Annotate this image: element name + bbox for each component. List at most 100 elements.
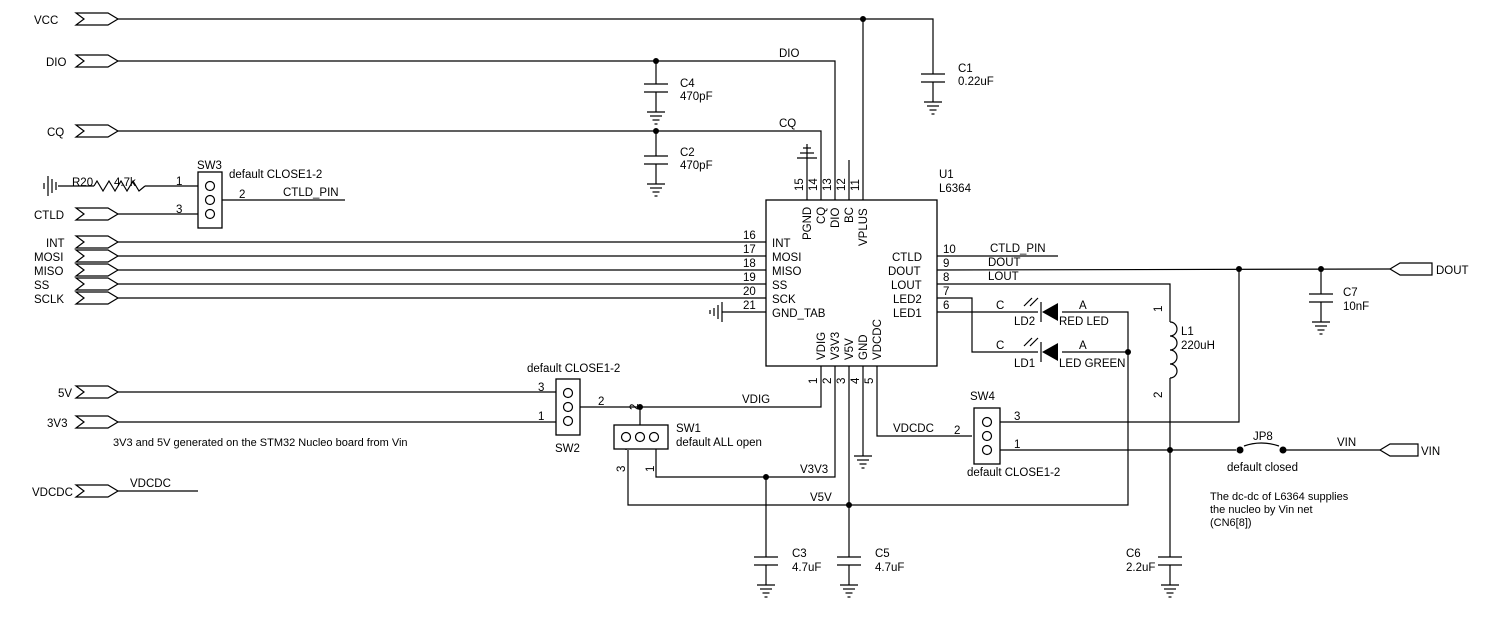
port-vin-label: VIN [1421, 446, 1440, 458]
switch-sw2: default CLOSE1-2 SW2 3 2 1 [527, 363, 620, 455]
u1-pin-name: V3V3 [830, 332, 842, 360]
port-vcc: VCC [34, 12, 120, 27]
u1-pin-num: 6 [943, 300, 949, 312]
sw2-pin2: 2 [598, 396, 604, 408]
jp8-note: default closed [1227, 462, 1298, 474]
l1-pin2: 2 [1153, 392, 1165, 398]
net-labels: DIO CQ CTLD_PIN CTLD_PIN DOUT LOUT VDIG … [130, 48, 1356, 504]
port-mosi: MOSI [34, 249, 120, 264]
u1-pin-name: VPLUS [858, 208, 870, 246]
inductor-l1: L1 220uH 1 2 [1153, 306, 1215, 398]
port-mosi-label: MOSI [34, 252, 63, 264]
r20-value: 4.7k [114, 177, 136, 189]
u1-pin-num: 12 [836, 178, 848, 191]
capacitor-c1: C1 0.22uF [920, 61, 994, 115]
c7-value: 10nF [1343, 301, 1369, 313]
ld1-anode: A [1079, 340, 1087, 352]
led-ld1: LD1 LED GREEN C A [996, 337, 1125, 370]
net-v5v: V5V [810, 492, 832, 504]
u1-pin-name: CTLD [892, 252, 922, 264]
port-vdcdc: VDCDC [32, 484, 120, 499]
net-vin: VIN [1337, 437, 1356, 449]
u1-pin-name: MISO [772, 266, 801, 278]
c6-ref: C6 [1126, 548, 1141, 560]
jp8-ref: JP8 [1253, 431, 1273, 443]
sw1-pin1: 1 [645, 466, 657, 472]
sw1-pin3: 3 [616, 466, 628, 472]
sw2-ref: SW2 [555, 443, 580, 455]
sw4-pin3: 3 [1014, 411, 1020, 423]
u1-pin-name: SS [772, 280, 788, 292]
u1-pin-name: LED1 [893, 308, 922, 320]
port-sclk: SCLK [34, 291, 120, 306]
u1-pin-num: 1 [808, 378, 820, 384]
note-nucleo: 3V3 and 5V generated on the STM32 Nucleo… [113, 437, 408, 449]
port-3v3-label: 3V3 [47, 418, 67, 430]
sw1-ref: SW1 [676, 423, 701, 435]
sw4-pin1: 1 [1014, 439, 1020, 451]
u1-pin-name: LOUT [891, 280, 922, 292]
net-lout: LOUT [988, 271, 1019, 283]
u1-pin-name: PGND [802, 207, 814, 240]
port-vcc-label: VCC [34, 15, 58, 27]
resistor-r20: R20 4.7k [72, 177, 136, 189]
port-sclk-label: SCLK [34, 294, 64, 306]
note-dcdc-line3: (CN6[8]) [1210, 517, 1252, 529]
u1-pin-num: 19 [743, 272, 756, 284]
capacitor-c6: C6 2.2uF [1126, 544, 1183, 598]
u1-pin-name: BC [844, 207, 856, 223]
u1-pin-num: 13 [822, 178, 834, 191]
sw2-pin1: 1 [538, 411, 544, 423]
u1-ref: U1 [939, 169, 954, 181]
ld2-ref: LD2 [1014, 316, 1035, 328]
ld1-ref: LD1 [1014, 358, 1035, 370]
u1-pin-name: SCK [772, 294, 796, 306]
ground-icon-gnd-tab [709, 302, 723, 322]
port-ss-label: SS [34, 280, 50, 292]
sw4-note: default CLOSE1-2 [967, 467, 1060, 479]
sw3-pin3: 3 [176, 204, 182, 216]
c2-value: 470pF [680, 160, 713, 172]
u1-pin-num: 5 [864, 378, 876, 384]
port-5v-label: 5V [58, 388, 72, 400]
u1-pin-name: V5V [844, 338, 856, 360]
u1-pin-name: DOUT [888, 266, 921, 278]
u1-pin-num: 2 [822, 378, 834, 384]
c5-ref: C5 [875, 548, 890, 560]
switch-sw1: SW1 default ALL open 2 3 1 [613, 404, 762, 472]
c1-ref: C1 [958, 63, 973, 75]
c5-value: 4.7uF [875, 562, 904, 574]
u1-pin-name: GND_TAB [772, 308, 826, 320]
c4-ref: C4 [680, 78, 695, 90]
c3-value: 4.7uF [792, 562, 821, 574]
port-cq: CQ [47, 124, 120, 139]
u1-pin-num: 3 [836, 378, 848, 384]
port-vdcdc-label: VDCDC [32, 487, 73, 499]
ld1-label: LED GREEN [1059, 358, 1125, 370]
sw3-note: default CLOSE1-2 [229, 169, 322, 181]
switch-sw4: SW4 default CLOSE1-2 3 2 1 [954, 391, 1060, 479]
ground-pgnd [797, 144, 817, 160]
u1-l6364: U1 L6364 16 17 18 19 20 21 INT MOSI MISO… [743, 169, 972, 384]
port-miso-label: MISO [34, 266, 63, 278]
u1-pin-name: GND [858, 334, 870, 360]
u1-pin-num: 17 [743, 244, 756, 256]
net-dout: DOUT [988, 257, 1021, 269]
l1-value: 220uH [1181, 340, 1215, 352]
net-vdcdc-sw4: VDCDC [893, 423, 934, 435]
capacitor-c5: C5 4.7uF [836, 544, 904, 598]
port-ctld-label: CTLD [34, 210, 64, 222]
wires [58, 18, 1391, 545]
u1-pin-name: LED2 [893, 294, 922, 306]
u1-pin-name: INT [772, 238, 791, 250]
l1-pin1: 1 [1153, 306, 1165, 312]
port-dout-label: DOUT [1436, 265, 1469, 277]
net-v3v3: V3V3 [800, 464, 828, 476]
c4-value: 470pF [680, 91, 713, 103]
u1-pin-num: 15 [794, 178, 806, 191]
sw2-pin3: 3 [538, 382, 544, 394]
port-3v3: 3V3 [47, 415, 120, 430]
jumper-jp8: JP8 default closed [1227, 431, 1298, 474]
u1-pin-num: 20 [743, 286, 756, 298]
note-dcdc-line1: The dc-dc of L6364 supplies [1210, 491, 1349, 503]
